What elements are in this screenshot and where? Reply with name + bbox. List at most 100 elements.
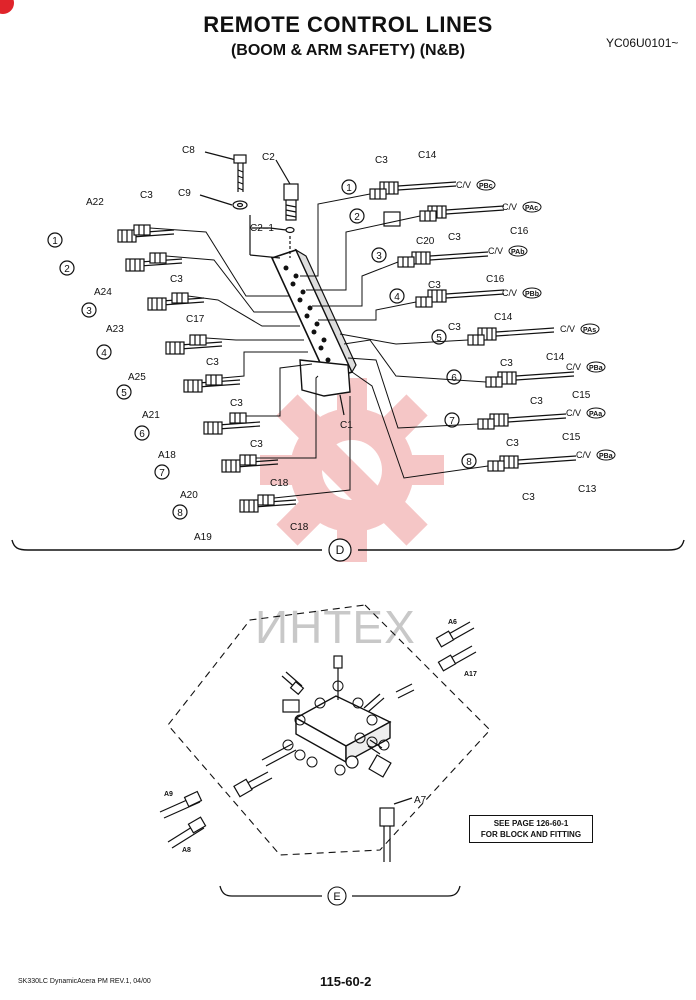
num-left-6: 6 [139,429,145,440]
right-hose-2 [427,205,505,219]
right-adapter-7 [477,418,495,430]
left-adapter-4 [189,334,207,346]
left-callout-circle-6 [134,425,150,441]
routing-lines [149,193,489,499]
num-right-4: 4 [394,292,400,303]
left-callout-circle-7 [154,464,170,480]
routing-line-16 [351,371,489,479]
right-adapter-5 [467,334,485,346]
bolt-c8 [204,151,247,192]
port-oval-5 [580,323,600,335]
routing-line-11 [312,261,399,307]
num-left-7: 7 [159,468,165,479]
num-right-6: 6 [451,373,457,384]
cv-label-pbc: C/V [456,180,471,190]
label-left-c18-1: C18 [270,478,289,489]
label-a23: A23 [106,324,124,335]
right-hoses [341,179,616,472]
label-c2-1: C2–1 [250,223,274,234]
label-right-c3-2: C3 [448,232,461,243]
label-a20: A20 [180,490,198,501]
left-adapter-8 [257,494,275,506]
label-right-c3-4: C3 [448,322,461,333]
left-adapter-1 [133,224,151,236]
label-left-c3-2: C3 [170,274,183,285]
label-right-c16-1: C16 [510,226,529,237]
cv-label-pas: C/V [560,324,575,334]
label-a25: A25 [128,372,146,383]
note-line-2: FOR BLOCK AND FITTING [480,830,582,839]
num-right-2: 2 [354,212,360,223]
num-left-3: 3 [86,306,92,317]
left-hose-6 [203,421,261,435]
serial-code: YC06U0101~ [606,36,679,50]
port-oval-1 [476,179,496,191]
left-hose-3 [147,297,205,311]
label-left-c18-2: C18 [290,522,309,533]
left-callout-circle-1 [47,232,63,248]
num-left-8: 8 [177,508,183,519]
label-left-c3-1: C3 [140,190,153,201]
port-pbc: PBc [479,183,493,190]
right-callout-circle-3 [371,247,387,263]
label-e-a6: A6 [448,619,457,626]
num-left-5: 5 [121,388,127,399]
left-hose-5 [183,379,241,393]
left-adapter-5 [205,374,223,386]
view-label-e: E [333,891,340,903]
label-right-c3-5: C3 [500,358,513,369]
port-pba: PBa [589,365,603,372]
num-right-3: 3 [376,251,382,262]
num-left-2: 2 [64,264,70,275]
reference-note-box: SEE PAGE 126-60-1 FOR BLOCK AND FITTING [469,815,593,843]
routing-line-9 [300,193,371,277]
washer-c9 [199,194,248,210]
right-adapter-3 [397,256,415,268]
manifold-block [270,248,357,397]
label-right-c3-7: C3 [506,438,519,449]
left-hoses [47,224,297,520]
cv-label-pac: C/V [502,202,517,212]
label-right-c14-3: C14 [546,352,565,363]
watermark-text: ИНТЕХ [255,601,416,653]
label-right-c3-6: C3 [530,396,543,407]
port-pac: PAc [525,205,538,212]
label-right-c14-1: C14 [418,150,437,161]
label-right-c3-8: C3 [522,492,535,503]
cv-label-pba: C/V [566,362,581,372]
page-number: 115-60-2 [320,974,372,989]
diagram-view-e [159,604,491,906]
label-e-a8: A8 [182,847,191,854]
right-adapter-1 [369,188,387,200]
label-c2: C2 [262,152,275,163]
right-callout-circle-5 [431,329,447,345]
routing-line-12 [318,301,417,321]
num-left-1: 1 [52,236,58,247]
cv-label-pbb: C/V [502,288,517,298]
cv-label-pba-2: C/V [576,450,591,460]
label-e-a9: A9 [164,791,173,798]
port-pas: PAs [583,327,596,334]
label-right-c13: C13 [578,484,597,495]
port-oval-3 [508,245,528,257]
right-callout-circle-7 [444,412,460,428]
left-callout-circle-2 [59,260,75,276]
label-right-c14-2: C14 [494,312,513,323]
right-hose-4 [427,289,505,303]
right-callout-circle-2 [349,208,365,224]
right-callout-circle-8 [461,453,477,469]
left-callout-circle-5 [116,384,132,400]
label-e-a7: A7 [414,795,427,806]
label-right-c16-2: C16 [486,274,505,285]
label-c1: C1 [340,420,353,431]
label-right-c20: C20 [416,236,435,247]
label-right-c3-1: C3 [375,155,388,166]
view-label-d: D [336,543,345,557]
routing-line-6 [246,363,313,417]
routing-line-15 [347,357,479,429]
right-hose-7 [489,413,567,427]
label-a21: A21 [142,410,160,421]
left-callout-circle-8 [172,504,188,520]
